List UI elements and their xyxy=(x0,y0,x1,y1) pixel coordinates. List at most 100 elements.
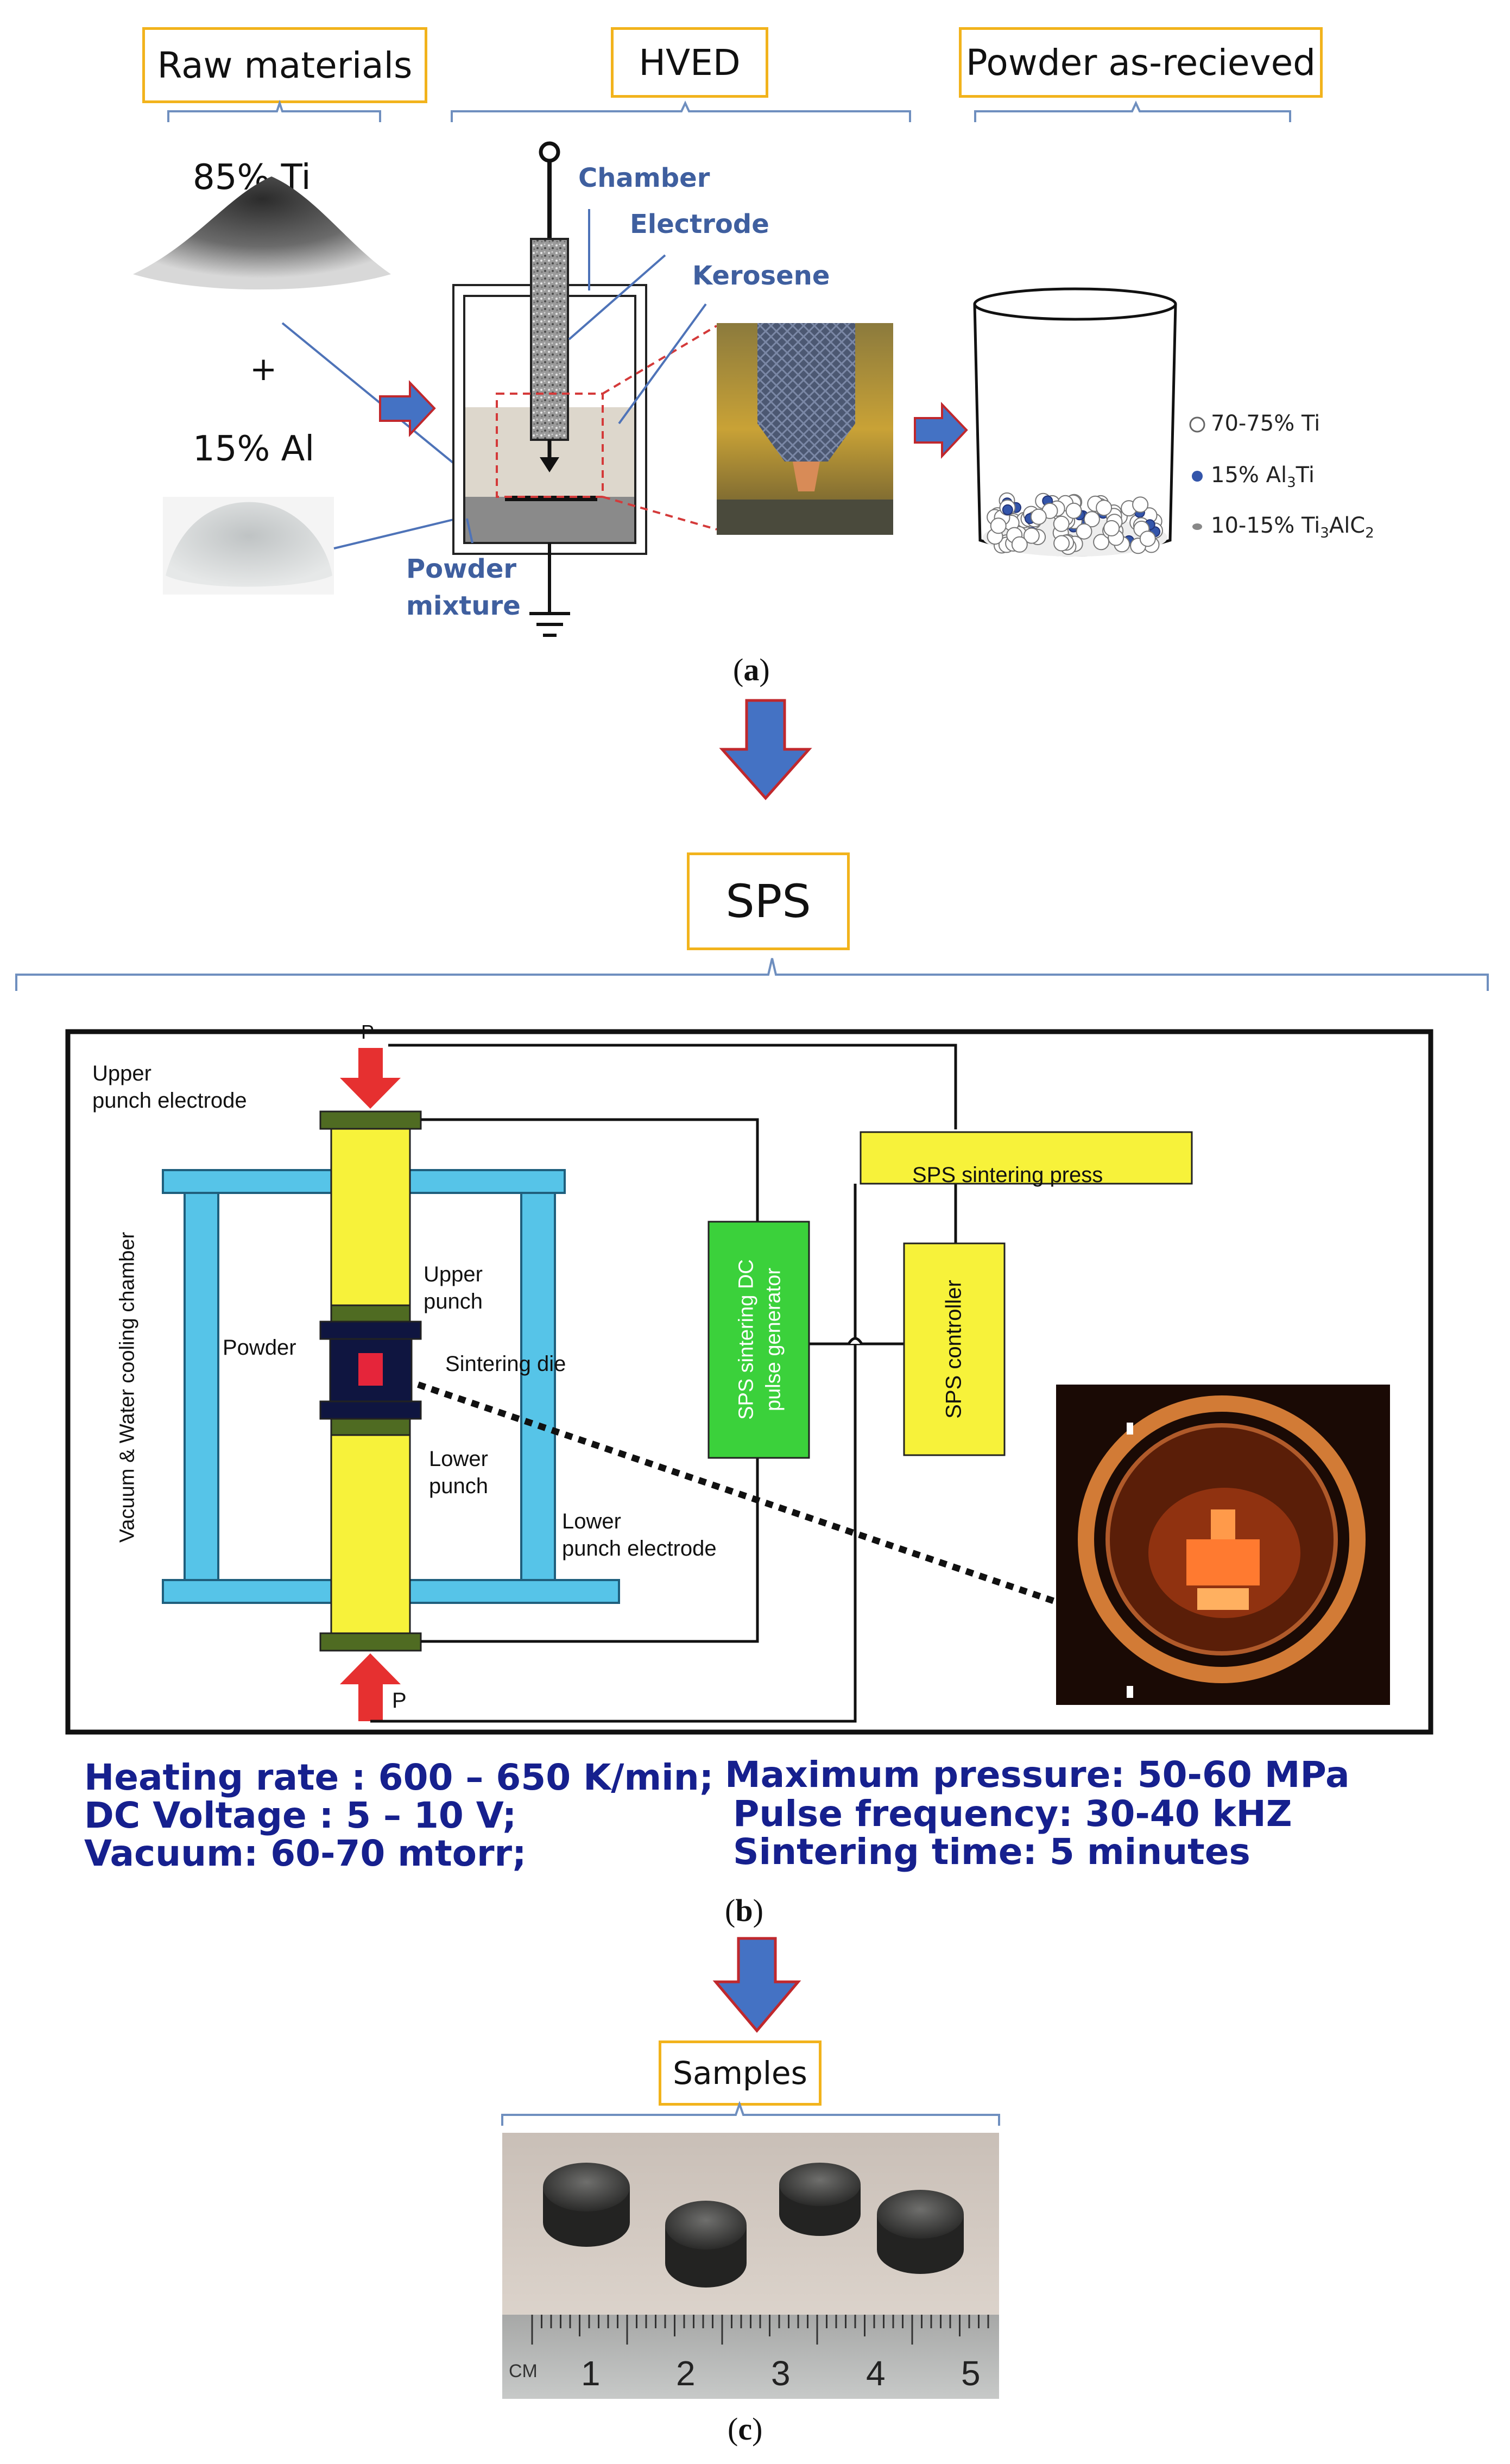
upper-electrode xyxy=(330,1128,411,1306)
pressure-arrow-bottom xyxy=(340,1653,401,1721)
hved-schematic xyxy=(133,141,1205,637)
legend-al3ti-post: Ti xyxy=(1296,463,1315,488)
legend-ti3alc2-icon xyxy=(1192,523,1202,530)
upper-punch-label-1: Upper xyxy=(424,1262,483,1286)
sample-disc-4 xyxy=(877,2190,964,2274)
ruler-number: 4 xyxy=(866,2354,886,2393)
particle-heap xyxy=(983,492,1167,557)
ruler-number: 1 xyxy=(581,2354,601,2393)
sps-photo-hot-core xyxy=(1197,1588,1249,1610)
sample-disc-1 xyxy=(543,2163,630,2247)
sps-photo-tab-2 xyxy=(1127,1686,1133,1698)
upper-punch xyxy=(330,1304,411,1323)
sps-photo-ring-outer xyxy=(1078,1395,1366,1683)
ruler-number: 3 xyxy=(771,2354,791,2393)
raw-materials-header: Raw materials xyxy=(142,27,427,103)
powder-sample xyxy=(358,1353,383,1386)
ti-particle xyxy=(1023,527,1040,544)
lower-punch xyxy=(330,1418,411,1436)
chamber-right-post xyxy=(520,1192,556,1581)
legend-al3ti-text: 15% Al3Ti xyxy=(1211,463,1315,491)
param-heating-rate: Heating rate : 600 – 650 K/min; xyxy=(84,1757,714,1798)
powder-received-header-text: Powder as-recieved xyxy=(965,41,1316,84)
sample-disc-3 xyxy=(779,2163,861,2236)
lower-punch-electrode-label-1: Lower xyxy=(562,1509,621,1533)
samples-header: Samples xyxy=(659,2040,822,2106)
zoom-line-bottom xyxy=(602,496,717,530)
p-top-label: P xyxy=(361,1021,375,1043)
plus-sign: + xyxy=(250,350,277,388)
lower-electrode-cap xyxy=(319,1632,422,1652)
legend-ti-text: 70-75% Ti xyxy=(1211,411,1321,436)
sps-photo-hot-body xyxy=(1186,1539,1260,1585)
al3ti-particle xyxy=(1002,504,1013,515)
ti-particle xyxy=(1053,535,1070,552)
powder-mixture-layer xyxy=(465,497,634,542)
sps-schematic xyxy=(65,1029,1433,1735)
powder-brace xyxy=(974,100,1291,122)
param-pulse-frequency: Pulse frequency: 30-40 kHZ xyxy=(733,1793,1292,1835)
al-powder-heap xyxy=(166,502,332,587)
legend-ti3alc2-sub2: 2 xyxy=(1365,525,1374,541)
caption-b-letter: b xyxy=(735,1893,753,1928)
sps-photo-hot-top xyxy=(1211,1509,1235,1539)
legend-ti3alc2-sub: 3 xyxy=(1320,525,1329,541)
legend-ti3alc2-mid: AlC xyxy=(1329,513,1366,538)
wire-p-top-to-press xyxy=(388,1044,957,1129)
sps-press-label: SPS sintering press xyxy=(912,1163,1103,1187)
zoom-photo-electrode xyxy=(757,323,855,462)
ti-powder-heap xyxy=(133,176,391,290)
upper-punch-electrode-label-2: punch electrode xyxy=(92,1089,247,1113)
upper-punch-electrode-label-1: Upper xyxy=(92,1062,151,1085)
sps-header: SPS xyxy=(687,852,850,950)
upper-electrode-cap xyxy=(319,1110,422,1130)
sps-brace xyxy=(15,958,1489,991)
ruler-unit: CM xyxy=(509,2361,538,2381)
sample-disc-2 xyxy=(665,2201,747,2288)
electrode-body xyxy=(530,238,569,441)
electrode-pointer xyxy=(568,254,666,340)
lower-punch-label-1: Lower xyxy=(429,1447,488,1471)
panel-a-braces xyxy=(167,99,1291,122)
flow-arrow-2 xyxy=(914,402,968,459)
sps-header-text: SPS xyxy=(725,875,811,928)
chamber-label: Chamber xyxy=(578,163,710,193)
powder-mixture-label-2: mixture xyxy=(406,591,521,621)
caption-a: (a) xyxy=(733,652,770,687)
ti-particle xyxy=(1076,523,1092,540)
down-arrow-2 xyxy=(712,1937,801,2033)
dc-generator-box xyxy=(707,1221,810,1459)
powder-label: Powder xyxy=(223,1336,296,1360)
ruler-body xyxy=(502,2315,999,2399)
legend-al3ti-pre: 15% Al xyxy=(1211,463,1287,488)
sps-controller-label: SPS controller xyxy=(942,1280,966,1419)
samples-header-text: Samples xyxy=(673,2055,807,2092)
legend-ti-icon xyxy=(1189,416,1205,433)
hved-header-text: HVED xyxy=(639,41,741,84)
zoom-photo-spark xyxy=(793,462,820,491)
ti-particle xyxy=(1103,520,1120,536)
hved-brace xyxy=(451,100,911,122)
param-max-pressure: Maximum pressure: 50-60 MPa xyxy=(725,1754,1350,1796)
chamber-vertical-label: Vacuum & Water cooling chamber xyxy=(116,1231,139,1543)
param-dc-voltage: DC Voltage : 5 – 10 V; xyxy=(84,1795,517,1836)
dc-generator-label-1: SPS sintering DC xyxy=(735,1259,758,1420)
ti-particle xyxy=(1139,530,1156,547)
kerosene-label: Kerosene xyxy=(692,261,830,291)
caption-c-letter: c xyxy=(738,2411,753,2447)
flow-arrow-1 xyxy=(379,380,436,438)
die-top-flange xyxy=(319,1321,422,1340)
sps-controller-box xyxy=(903,1242,1006,1456)
ruler-number: 5 xyxy=(961,2354,981,2393)
p-bottom-label: P xyxy=(392,1689,407,1713)
samples-brace xyxy=(501,2101,1000,2126)
lower-punch-label-2: punch xyxy=(429,1474,488,1498)
electrode-tip-arrow xyxy=(540,457,559,472)
kerosene-pointer xyxy=(618,303,707,425)
ti-particle xyxy=(1065,502,1082,519)
sps-photo-tab-1 xyxy=(1127,1423,1133,1435)
caption-b: (b) xyxy=(725,1893,763,1928)
